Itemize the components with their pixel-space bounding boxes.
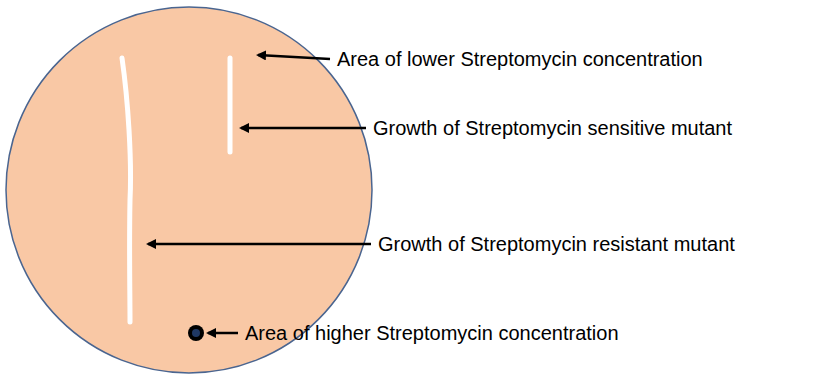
- callout-label: Area of higher Streptomycin concentratio…: [245, 321, 619, 345]
- leader-arrow: [148, 243, 371, 246]
- leader-arrow: [208, 332, 238, 335]
- leader-arrow: [258, 55, 330, 59]
- callout-label: Growth of Streptomycin sensitive mutant: [373, 116, 732, 140]
- resistant-streak: [122, 58, 131, 322]
- sensitive-streak: [228, 58, 233, 152]
- leader-arrow: [241, 127, 366, 130]
- callout-label: Growth of Streptomycin resistant mutant: [378, 232, 735, 256]
- callout-label: Area of lower Streptomycin concentration: [337, 47, 703, 71]
- antibiotic-source-center: [192, 329, 200, 337]
- antibiotic-source: [188, 325, 204, 341]
- agar-plate: [6, 7, 372, 373]
